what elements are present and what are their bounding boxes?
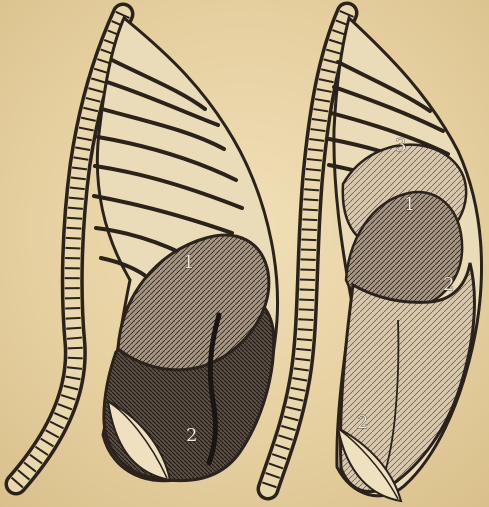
left-label-upper: 1: [183, 252, 194, 273]
right-label-lower: 2: [357, 412, 368, 433]
right-label-top: 3: [395, 135, 406, 156]
right-label-upper: 1: [404, 194, 415, 215]
right-label-middle: 2: [443, 274, 454, 295]
right-illustration: 3 1 2 2: [268, 13, 482, 501]
left-label-lower: 2: [186, 425, 197, 446]
left-illustration: 1 2: [16, 14, 278, 484]
